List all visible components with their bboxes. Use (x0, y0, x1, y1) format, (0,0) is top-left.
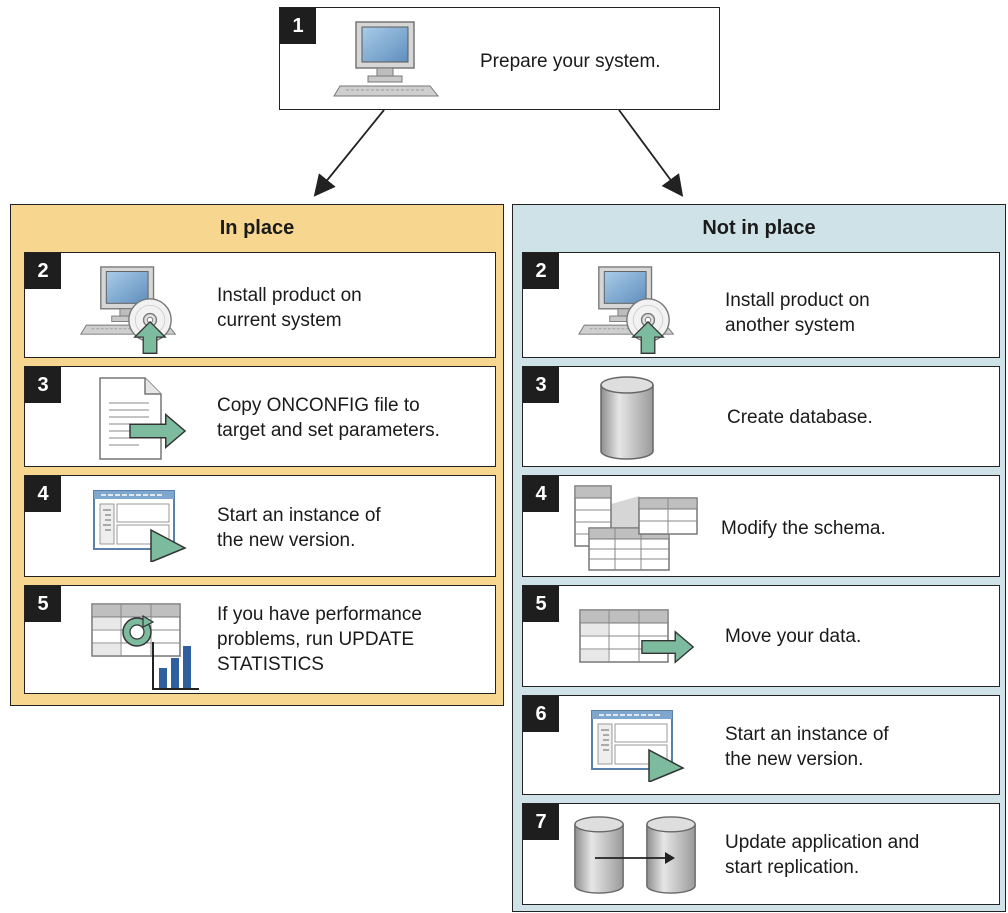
step-text: Start an instance of the new version. (725, 724, 889, 770)
step-number: 3 (523, 367, 559, 403)
step-text: Create database. (727, 407, 873, 428)
left-step-2-box: 2 Install product on current system (24, 252, 496, 358)
step-number: 4 (523, 476, 559, 512)
step-number: 6 (523, 696, 559, 732)
window-play-icon (93, 490, 187, 562)
step-text: Modify the schema. (721, 518, 886, 539)
right-step-4-box: 4 Modify the schema. (522, 475, 1000, 577)
computer-cd-install-icon (79, 265, 199, 357)
right-step-6-box: 6 Start an instance of the new version. (522, 695, 1000, 795)
table-schema-icon (569, 482, 701, 574)
panel-title: In place (219, 217, 295, 239)
right-step-5-box: 5 Move your data. (522, 585, 1000, 687)
table-arrow-icon (579, 602, 697, 674)
arrow-to-in-place (313, 109, 385, 197)
step-number: 2 (523, 253, 559, 289)
computer-cd-install-icon (577, 265, 697, 357)
right-step-7-box: 7 Update application and start replicati… (522, 803, 1000, 905)
step-text: Update application and start replication… (725, 832, 920, 878)
right-step-3-box: 3 Create database. (522, 366, 1000, 467)
left-step-4-box: 4 Start an instance of the new version. (24, 475, 496, 577)
window-play-icon (591, 710, 685, 782)
step-text: If you have performance problems, run UP… (217, 604, 422, 675)
step-1-box: 1 Prepare your system. (279, 7, 720, 110)
right-step-2-box: 2 Install product on another system (522, 252, 1000, 358)
step-number: 5 (25, 586, 61, 622)
step-text: Install product on current system (217, 285, 362, 331)
step-text: Move your data. (725, 626, 862, 647)
document-arrow-icon (99, 377, 189, 461)
left-step-5-box: 5 If you have performance problems, run … (24, 585, 496, 694)
step-number: 2 (25, 253, 61, 289)
table-refresh-chart-icon (91, 598, 201, 690)
step-text: Start an instance of the new version. (217, 505, 381, 551)
step-number: 1 (280, 8, 316, 44)
step-number: 5 (523, 586, 559, 622)
computer-icon (332, 20, 442, 100)
step-text: Prepare your system. (480, 51, 661, 72)
step-number: 3 (25, 367, 61, 403)
step-text: Copy ONCONFIG file to target and set par… (217, 395, 440, 441)
two-databases-arrow-icon (573, 814, 713, 898)
database-cylinder-icon (599, 375, 655, 461)
arrow-to-not-in-place (618, 109, 684, 197)
left-step-3-box: 3 Copy ONCONFIG file to target and set p… (24, 366, 496, 467)
step-number: 4 (25, 476, 61, 512)
step-number: 7 (523, 804, 559, 840)
panel-title: Not in place (702, 217, 816, 239)
step-text: Install product on another system (725, 290, 870, 336)
